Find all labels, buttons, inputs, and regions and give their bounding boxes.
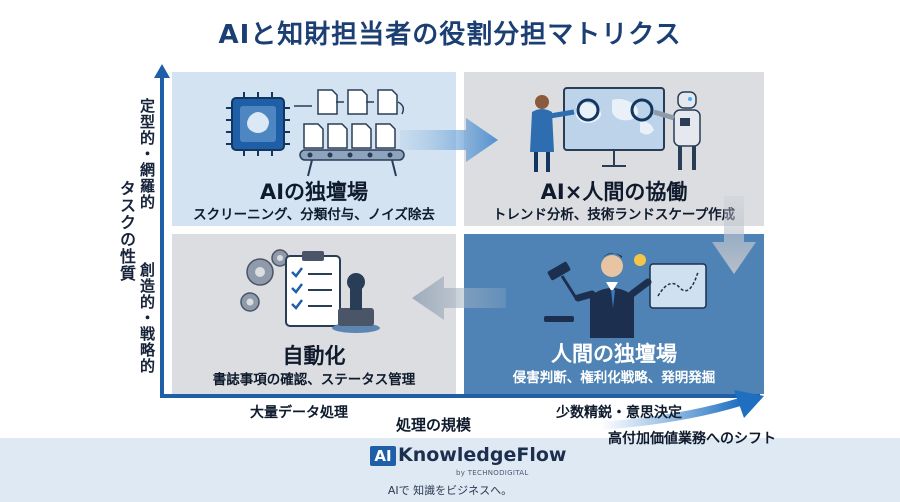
brand-tagline: AIで 知識をビジネスへ。 xyxy=(387,484,513,497)
quadrant-automation: 自動化 書誌事項の確認、ステータス管理 xyxy=(172,234,456,394)
y-axis-line xyxy=(160,74,164,396)
quadrant-ai-domain-subtitle: スクリーニング、分類付与、ノイズ除去 xyxy=(193,207,435,223)
brand-name: KnowledgeFlow xyxy=(398,444,567,466)
shift-label: 高付加価値業務へのシフト xyxy=(608,431,776,447)
quadrant-collaboration-subtitle: トレンド分析、技術ランドスケープ作成 xyxy=(492,207,736,223)
footer-banner xyxy=(0,438,900,502)
quadrant-human-domain-title: 人間の独壇場 xyxy=(551,342,677,366)
gears-checklist-stamp-icon xyxy=(240,249,380,333)
flow-arrow-right xyxy=(400,118,498,162)
quadrant-collaboration-title: AI×人間の協働 xyxy=(540,180,688,204)
human-robot-analyzing-map-icon xyxy=(530,87,701,172)
quadrant-human-domain: 人間の独壇場 侵害判断、権利化戦略、発明発掘 xyxy=(464,234,764,394)
quadrant-automation-title: 自動化 xyxy=(282,344,346,368)
shift-arrow xyxy=(600,390,764,430)
brand-logo-mark: AI xyxy=(370,446,396,466)
y-axis-top-label: 定型的・網羅的 xyxy=(138,98,156,210)
y-axis-label: タスクの性質 xyxy=(117,180,136,282)
businessman-gavel-strategy-icon xyxy=(544,253,707,338)
x-axis-label: 処理の規模 xyxy=(396,416,472,434)
x-axis-line xyxy=(160,394,760,398)
x-axis-right-label: 少数精鋭・意思決定 xyxy=(556,405,682,421)
x-axis-left-label: 大量データ処理 xyxy=(250,405,348,421)
y-axis-bottom-label: 創造的・戦略的 xyxy=(138,262,156,374)
y-axis-arrowhead xyxy=(154,64,170,78)
page-title: AIと知財担当者の役割分担マトリクス xyxy=(218,20,682,50)
flow-arrow-left xyxy=(412,276,506,320)
quadrant-human-domain-subtitle: 侵害判断、権利化戦略、発明発掘 xyxy=(512,370,716,386)
quadrant-collaboration: AI×人間の協働 トレンド分析、技術ランドスケープ作成 xyxy=(464,72,764,226)
flow-arrow-down xyxy=(712,196,756,274)
ai-chip-conveyor-documents-icon xyxy=(226,89,405,177)
quadrant-automation-subtitle: 書誌事項の確認、ステータス管理 xyxy=(212,372,416,388)
quadrant-ai-domain: AIの独壇場 スクリーニング、分類付与、ノイズ除去 xyxy=(172,72,456,226)
brand-byline: by TECHNODIGITAL xyxy=(456,469,529,477)
quadrant-ai-domain-title: AIの独壇場 xyxy=(259,180,369,204)
